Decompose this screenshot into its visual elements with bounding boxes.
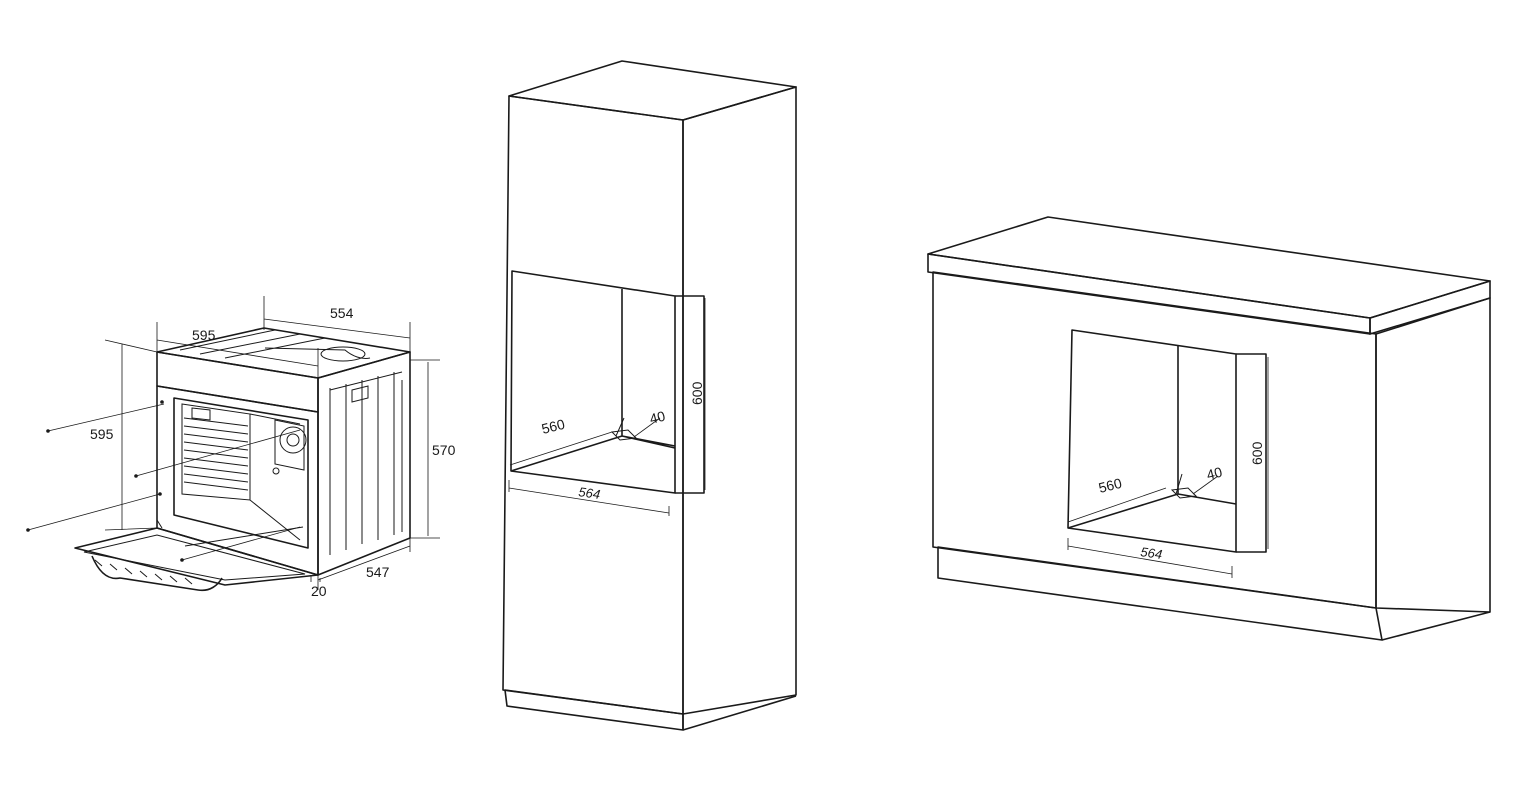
oven-cavity-edges xyxy=(249,413,301,541)
column-vent-notch xyxy=(610,417,638,441)
oven-lamp xyxy=(191,407,211,421)
dim-label-595-height: 595 xyxy=(90,426,114,442)
undercounter-worktop-side xyxy=(1369,280,1491,335)
oven-convection-fan xyxy=(279,426,307,454)
oven-side-wall xyxy=(317,351,411,576)
undercounter-niche xyxy=(1067,329,1237,553)
oven-leader-lines xyxy=(27,403,301,561)
oven-door xyxy=(74,527,319,586)
column-dim-label-560: 560 xyxy=(540,416,567,437)
undercounter-vent-notch xyxy=(1170,473,1198,499)
dim-line-595-height xyxy=(104,339,158,531)
column-cabinet-drawing: 560 40 600 564 xyxy=(502,60,797,731)
undercounter-dim-label-600: 600 xyxy=(1249,441,1265,465)
oven-control-panel xyxy=(156,351,319,413)
dim-label-554: 554 xyxy=(330,305,354,321)
column-dim-line-560 xyxy=(509,431,613,466)
dim-line-554 xyxy=(263,296,411,352)
dim-line-595-top xyxy=(156,322,319,378)
undercounter-dim-line-40 xyxy=(1192,475,1219,495)
undercounter-niche-right-edge xyxy=(1236,353,1267,553)
dim-line-547 xyxy=(317,538,411,590)
undercounter-dim-label-564: 564 xyxy=(1140,544,1164,562)
oven-dimensions: 554 595 595 570 547 20 xyxy=(26,296,456,599)
column-niche-right-edge xyxy=(675,295,705,494)
oven-side-ribs xyxy=(329,371,403,555)
column-cabinet-side xyxy=(682,86,797,715)
oven-cavity xyxy=(173,397,309,549)
oven-racks xyxy=(183,417,249,491)
undercounter-dim-label-40: 40 xyxy=(1205,464,1224,483)
undercounter-dim-label-560: 560 xyxy=(1097,475,1124,496)
undercounter-cabinet-drawing: 560 40 600 564 xyxy=(927,216,1491,641)
dim-label-570: 570 xyxy=(432,442,456,458)
undercounter-worktop-front xyxy=(927,253,1371,335)
column-dim-line-564 xyxy=(508,480,670,516)
dim-line-570 xyxy=(410,359,440,539)
undercounter-worktop-top xyxy=(927,216,1491,319)
column-niche xyxy=(510,270,676,494)
oven-top-detail xyxy=(179,329,371,359)
column-cabinet-front xyxy=(502,95,684,715)
column-dim-label-600: 600 xyxy=(689,381,705,405)
dim-line-20 xyxy=(310,575,321,582)
oven-fan-housing xyxy=(320,346,366,362)
undercounter-side xyxy=(1375,297,1491,613)
undercounter-niche-inner xyxy=(1067,346,1237,529)
column-niche-inner xyxy=(510,289,676,472)
column-cabinet-top xyxy=(508,60,797,121)
undercounter-dim-line-564 xyxy=(1067,538,1233,578)
undercounter-dim-line-560 xyxy=(1067,487,1167,523)
column-cabinet-plinth xyxy=(504,689,684,731)
column-dim-label-564: 564 xyxy=(578,484,602,502)
dim-label-595-top: 595 xyxy=(192,327,216,343)
oven-door-handle xyxy=(91,555,223,592)
column-dim-line-40 xyxy=(633,417,661,438)
dim-label-20: 20 xyxy=(311,583,327,599)
column-dim-label-40: 40 xyxy=(648,408,667,427)
oven-drawing: 554 595 595 570 547 20 xyxy=(26,296,456,599)
dim-label-547: 547 xyxy=(366,564,390,580)
